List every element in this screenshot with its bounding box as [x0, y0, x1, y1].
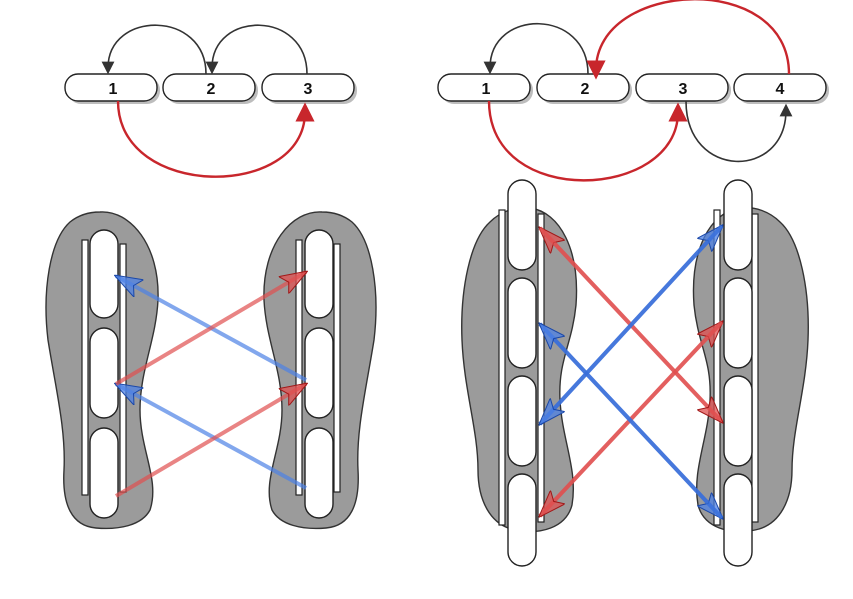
position-box-r4: 4 — [733, 73, 829, 104]
wheel-l1 — [89, 229, 119, 319]
wheel-l2 — [89, 327, 119, 419]
left-frame-rail-inner-4w — [498, 209, 506, 526]
arrow-r4-to-r2 — [586, 0, 791, 80]
position-label-r1: 1 — [482, 81, 491, 98]
wheel-r1 — [304, 229, 334, 319]
wheel-r3 — [304, 427, 334, 519]
wheel-4r2 — [723, 277, 753, 369]
skate-pair-four-wheel — [461, 179, 809, 567]
position-box-r3: 3 — [635, 73, 731, 104]
position-label-r2: 2 — [581, 81, 590, 98]
red-arrow-l2-to-r1 — [114, 272, 306, 386]
position-box-r1: 1 — [437, 73, 533, 104]
arrow-r3-to-r4 — [685, 100, 793, 163]
wheel-4l2 — [507, 277, 537, 369]
wheel-r2 — [304, 327, 334, 419]
left-frame-rail-inner — [81, 239, 89, 496]
position-box-1: 1 — [64, 73, 160, 104]
right-sole-4w — [692, 206, 809, 533]
wheel-4l1 — [507, 179, 537, 271]
skate-pair-three-wheel — [45, 211, 377, 530]
right-frame-rail-outer-4w — [751, 213, 759, 523]
wheel-4r4 — [723, 473, 753, 567]
position-box-3: 3 — [261, 73, 357, 104]
position-label-1: 1 — [109, 81, 118, 98]
wheel-4l4 — [507, 473, 537, 567]
blue-arrow-r3-to-l2 — [116, 382, 307, 490]
left-frame-rail-outer-4w — [537, 213, 545, 523]
arrow-r1-to-r3 — [487, 100, 688, 182]
right-frame-rail-inner — [295, 239, 303, 496]
wheel-4r3 — [723, 375, 753, 467]
rotation-scheme-four: 1 2 3 4 — [437, 0, 829, 182]
arrow-r2-to-r1 — [483, 23, 589, 75]
blue-arrow-4r1-to-4l3 — [540, 224, 724, 424]
wheel-4r1 — [723, 179, 753, 271]
position-box-r2: 2 — [536, 73, 632, 104]
rotation-scheme-three: 1 2 3 — [64, 24, 357, 178]
right-frame-rail-outer — [333, 243, 341, 493]
wheel-l3 — [89, 427, 119, 519]
wheel-4l3 — [507, 375, 537, 467]
position-label-r3: 3 — [679, 81, 688, 98]
position-label-2: 2 — [207, 81, 216, 98]
arrow-2-to-1 — [101, 24, 207, 75]
arrow-3-to-2 — [205, 24, 308, 75]
red-arrow-l3-to-r2 — [114, 384, 306, 498]
arrow-1-to-3 — [116, 100, 315, 178]
blue-arrow-4r4-to-4l2 — [540, 324, 724, 520]
position-label-r4: 4 — [776, 81, 785, 98]
position-label-3: 3 — [304, 81, 313, 98]
position-box-2: 2 — [162, 73, 258, 104]
right-frame-rail-inner-4w — [713, 209, 721, 526]
